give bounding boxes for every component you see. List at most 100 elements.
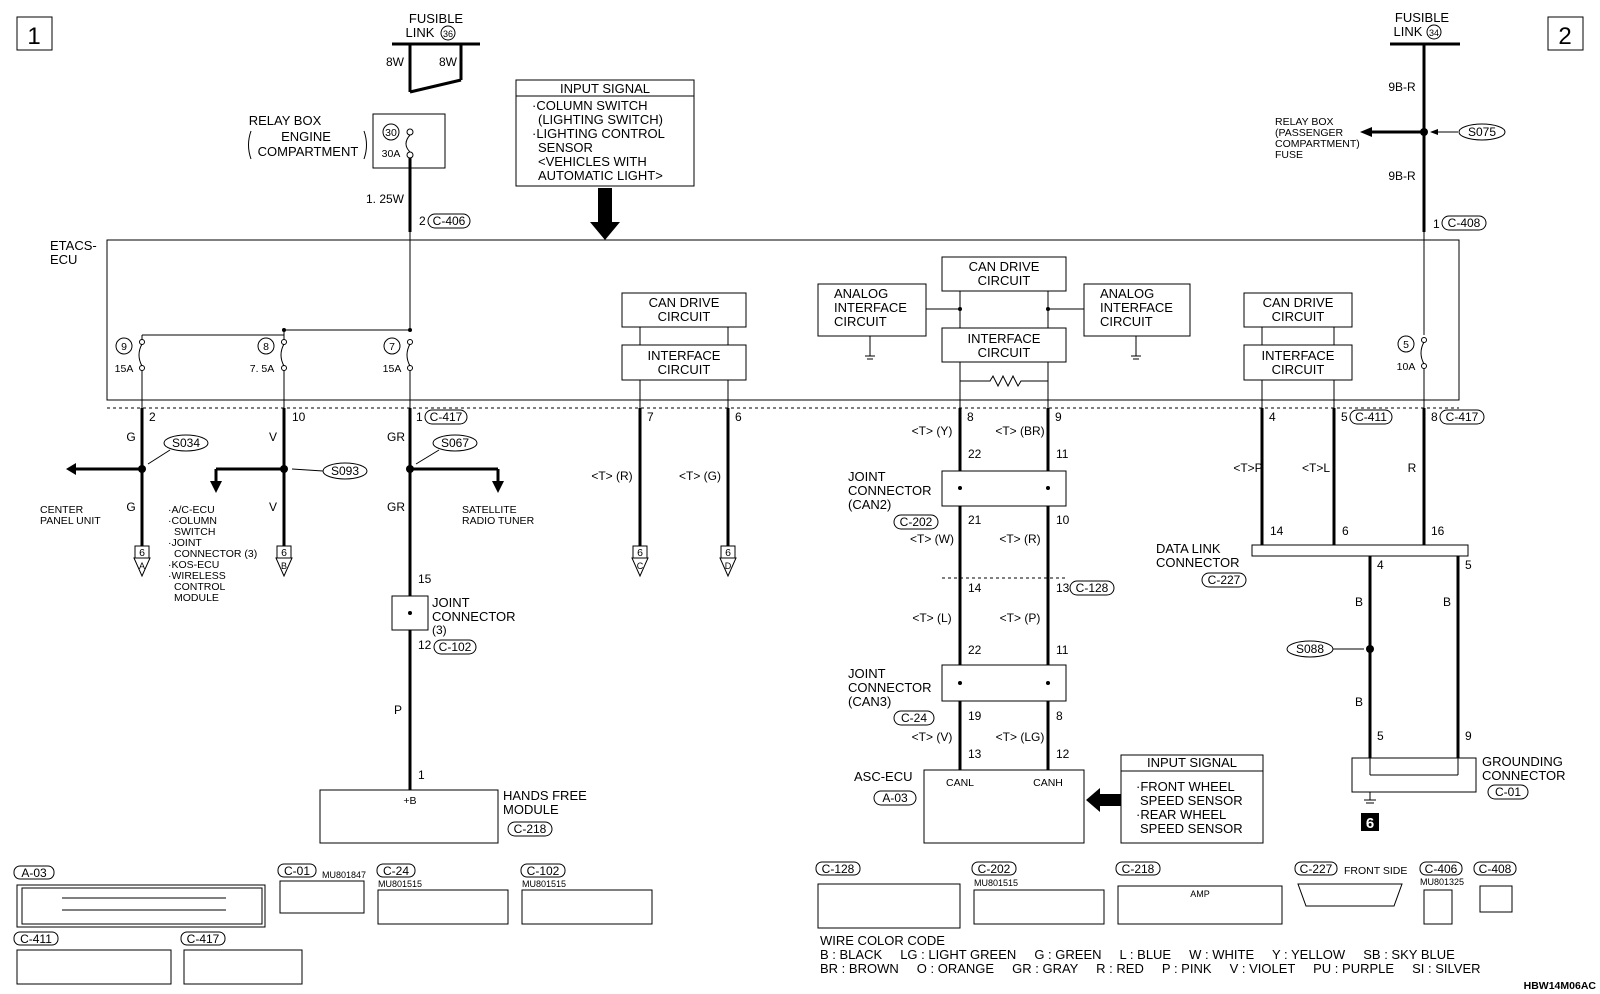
can-block-left: CAN DRIVE CIRCUIT INTERFACE CIRCUIT [621, 292, 747, 408]
can-block-right: CAN DRIVE CIRCUIT INTERFACE CIRCUIT [1243, 292, 1353, 408]
svg-text:15: 15 [418, 572, 432, 586]
svg-text:B: B [281, 561, 287, 571]
svg-text:INTERFACE: INTERFACE [968, 331, 1041, 346]
svg-text:FUSIBLE: FUSIBLE [409, 11, 464, 26]
svg-text:<T>P: <T>P [1233, 461, 1262, 475]
svg-text:BR : BROWN O : ORANGE: BR : BROWN O : ORANGE GR : GRAY R : RED … [820, 961, 1481, 976]
svg-text:MODULE: MODULE [503, 802, 559, 817]
svg-text:JOINT: JOINT [432, 595, 470, 610]
fuse-7: 7 15A [383, 337, 413, 408]
svg-text:COMPARTMENT): COMPARTMENT) [1275, 138, 1360, 150]
svg-text:10: 10 [292, 410, 306, 424]
svg-text:11: 11 [1056, 643, 1069, 657]
svg-text:<VEHICLES WITH: <VEHICLES WITH [538, 154, 647, 169]
svg-text:6: 6 [725, 547, 731, 559]
svg-text:<T> (Y): <T> (Y) [912, 424, 953, 438]
svg-text:CONNECTOR: CONNECTOR [1156, 555, 1240, 570]
svg-text:RELAY BOX: RELAY BOX [1275, 116, 1334, 128]
svg-text:ASC-ECU: ASC-ECU [854, 769, 913, 784]
svg-text:C-01: C-01 [1495, 785, 1521, 799]
svg-text:CAN DRIVE: CAN DRIVE [1263, 295, 1334, 310]
fuse-9: 9 15A [115, 335, 145, 408]
svg-text:(3): (3) [432, 623, 447, 637]
fuse-8: 8 7. 5A [250, 330, 287, 408]
svg-text:INTERFACE: INTERFACE [834, 300, 907, 315]
svg-text:1: 1 [416, 410, 423, 424]
svg-text:C-411: C-411 [1355, 410, 1387, 424]
svg-text:R: R [1408, 461, 1417, 475]
svg-text:C-01: C-01 [284, 864, 310, 878]
svg-text:C-417: C-417 [187, 932, 220, 946]
svg-text:FRONT SIDE: FRONT SIDE [1344, 865, 1407, 877]
svg-text:INTERFACE: INTERFACE [1100, 300, 1173, 315]
svg-text:(LIGHTING SWITCH): (LIGHTING SWITCH) [538, 112, 663, 127]
svg-text:6: 6 [139, 547, 145, 559]
svg-text:10: 10 [1056, 513, 1070, 527]
svg-text:B: B [1355, 695, 1363, 709]
svg-text:C-128: C-128 [822, 862, 855, 876]
svg-text:SPEED SENSOR: SPEED SENSOR [1140, 793, 1243, 808]
svg-text:C-406: C-406 [1425, 862, 1458, 876]
svg-text:ETACS-: ETACS- [50, 238, 97, 253]
svg-text:15A: 15A [383, 363, 402, 375]
svg-text:6: 6 [1366, 815, 1374, 832]
connector-faces: A-03 C-01 MU801847 C-24 MU801515 C-102 M… [13, 861, 1517, 985]
svg-text:CIRCUIT: CIRCUIT [978, 273, 1031, 288]
svg-text:9B-R: 9B-R [1388, 80, 1416, 94]
harness-v: 10 V V S093 ·A/C-ECU ·COLUMN SWITCH ·JOI… [168, 408, 368, 604]
svg-text:<T> (W): <T> (W) [910, 532, 954, 546]
harness-gr: 1 C-417 GR GR S067 SATELLITE RADIO TUNER… [387, 408, 535, 790]
svg-text:MU801325: MU801325 [1420, 877, 1464, 887]
svg-text:·REAR WHEEL: ·REAR WHEEL [1136, 807, 1226, 822]
svg-text:A: A [139, 561, 145, 571]
svg-text:CIRCUIT: CIRCUIT [978, 345, 1031, 360]
fusible-link-36: FUSIBLE LINK 36 8W 8W [386, 11, 480, 94]
svg-text:CAN DRIVE: CAN DRIVE [969, 259, 1040, 274]
svg-text:<T> (G): <T> (G) [679, 469, 721, 483]
svg-text:JOINT: JOINT [848, 666, 886, 681]
svg-text:2: 2 [149, 410, 156, 424]
svg-text:·KOS-ECU: ·KOS-ECU [168, 559, 219, 571]
svg-text:5: 5 [1377, 729, 1384, 743]
svg-text:(PASSENGER: (PASSENGER [1275, 127, 1343, 139]
svg-text:G: G [126, 500, 135, 514]
can-block-center: CAN DRIVE CIRCUIT INTERFACE CIRCUIT ANAL… [817, 256, 1191, 408]
wire-color-code: WIRE COLOR CODE B : BLACK LG : LIGHT GRE… [820, 933, 1596, 992]
svg-text:GR: GR [387, 430, 405, 444]
svg-text:ECU: ECU [50, 252, 77, 267]
svg-text:A-03: A-03 [21, 866, 47, 880]
svg-text:·WIRELESS: ·WIRELESS [168, 570, 226, 582]
svg-text:<T>L: <T>L [1302, 461, 1330, 475]
svg-text:9B-R: 9B-R [1388, 169, 1416, 183]
svg-text:FUSE: FUSE [1275, 149, 1303, 161]
svg-text:CIRCUIT: CIRCUIT [658, 309, 711, 324]
svg-text:SATELLITE: SATELLITE [462, 504, 517, 516]
svg-text:D: D [725, 561, 732, 571]
svg-text:AUTOMATIC LIGHT>: AUTOMATIC LIGHT> [538, 168, 663, 183]
svg-text:CANL: CANL [946, 777, 974, 789]
svg-text:8: 8 [967, 410, 974, 424]
svg-text:G: G [126, 430, 135, 444]
svg-text:C-24: C-24 [383, 864, 409, 878]
svg-text:CONNECTOR (3): CONNECTOR (3) [174, 548, 257, 560]
svg-text:C-417: C-417 [430, 410, 463, 424]
svg-text:4: 4 [1269, 410, 1276, 424]
svg-text:RADIO TUNER: RADIO TUNER [462, 515, 535, 527]
asc-ecu: CANL CANH ASC-ECU A-03 [854, 769, 1122, 844]
svg-text:9: 9 [121, 341, 127, 353]
svg-text:FUSIBLE: FUSIBLE [1395, 10, 1450, 25]
svg-text:MODULE: MODULE [174, 592, 219, 604]
svg-text:LINK: LINK [406, 25, 435, 40]
svg-text:CIRCUIT: CIRCUIT [1272, 309, 1325, 324]
svg-text:11: 11 [1056, 447, 1069, 461]
svg-text:13: 13 [968, 747, 982, 761]
page-ref-left: 1 [16, 16, 53, 51]
svg-text:HANDS FREE: HANDS FREE [503, 788, 587, 803]
svg-text:12: 12 [1056, 747, 1070, 761]
harness-can-cd: 7 6 <T> (R) <T> (G) 6 C 6 D [591, 408, 742, 578]
svg-text:5: 5 [1341, 410, 1348, 424]
svg-text:MU801515: MU801515 [522, 879, 566, 889]
svg-text:CIRCUIT: CIRCUIT [1100, 314, 1153, 329]
svg-text:P: P [394, 703, 402, 717]
harness-g: 2 G G S034 CENTER PANEL UNIT [40, 408, 209, 546]
